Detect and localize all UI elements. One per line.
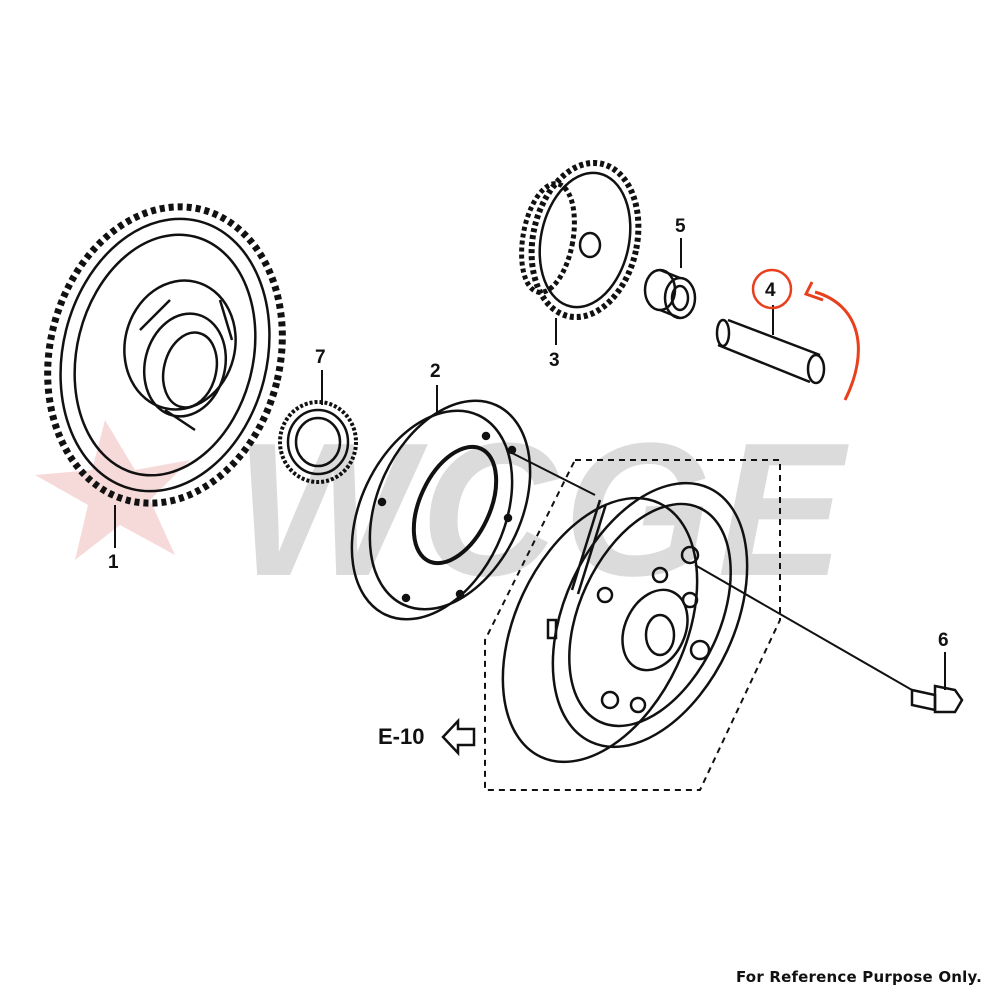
flange-bolt <box>910 684 964 714</box>
starter-idle-gear <box>519 159 642 321</box>
leader-lines <box>114 238 946 690</box>
watermark-star-icon <box>35 420 190 560</box>
needle-bearing <box>278 400 358 484</box>
reference-arrow-icon <box>441 717 476 757</box>
callout-part-5: 5 <box>675 216 686 237</box>
flywheel-rotor <box>501 481 749 764</box>
idle-gear-shaft <box>715 318 826 385</box>
reference-boundary <box>484 459 781 791</box>
callout-part-7: 7 <box>315 347 326 368</box>
watermark-logo: WCGE <box>35 404 850 616</box>
callout-part-6: 6 <box>938 630 949 651</box>
svg-text:WCGE: WCGE <box>235 404 850 616</box>
starter-driven-gear <box>44 203 286 507</box>
footer-note: For Reference Purpose Only. <box>735 968 982 986</box>
callout-part-3: 3 <box>549 350 560 371</box>
starter-clutch <box>350 399 532 621</box>
idle-gear-bushing <box>643 268 697 320</box>
callout-part-4: 4 <box>765 280 776 301</box>
highlight-circle <box>751 268 793 310</box>
arrow-head-icon <box>803 281 824 302</box>
callout-part-2: 2 <box>430 361 441 382</box>
assembly-lines <box>509 451 913 691</box>
highlight-arrow-icon <box>814 290 860 401</box>
callout-part-1: 1 <box>108 552 119 573</box>
section-reference: E-10 <box>378 724 424 749</box>
